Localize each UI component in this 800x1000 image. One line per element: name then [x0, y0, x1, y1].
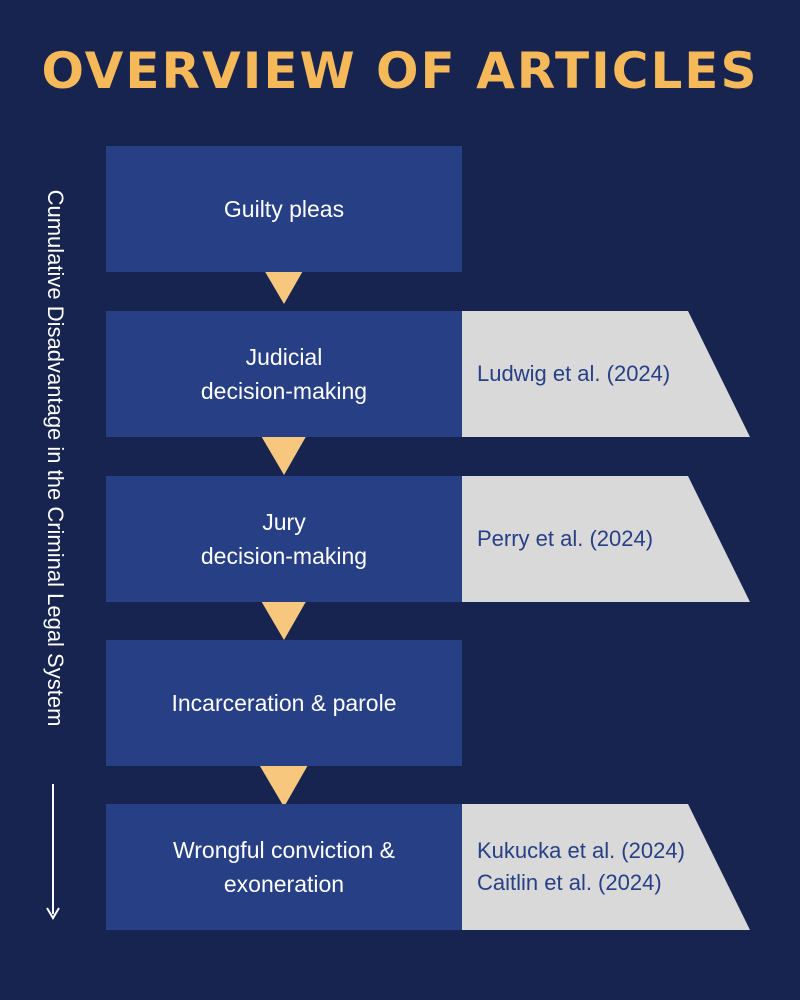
stage-label: Guilty pleas [224, 192, 344, 226]
reference-citation: Caitlin et al. (2024) [477, 870, 662, 895]
stage-box: Guilty pleas [106, 146, 462, 272]
stage-label: Incarceration & parole [171, 686, 396, 720]
stage-box: Wrongful conviction & exoneration [106, 804, 462, 930]
stage-label: Jury decision-making [201, 505, 367, 573]
stage-label-line: Jury [262, 509, 306, 535]
stage-label-line: Wrongful conviction & [172, 837, 395, 863]
stage-label-line: Judicial [245, 344, 323, 370]
page-title: OVERVIEW OF ARTICLES [41, 42, 759, 100]
reference-citation: Ludwig et al. (2024) [477, 361, 671, 386]
stage-label: Wrongful conviction & exoneration [173, 833, 395, 901]
stage-label-line: Incarceration & parole [171, 690, 397, 716]
arrow-down-icon [46, 907, 60, 920]
reference-citation: Kukucka et al. (2024) [477, 838, 685, 863]
stage-box: Incarceration & parole [106, 640, 462, 766]
stage-box: Judicial decision-making [106, 311, 462, 437]
stage-label: Judicial decision-making [201, 340, 367, 408]
stage-label-line: Guilty pleas [223, 196, 345, 222]
reference-citation: Perry et al. (2024) [477, 526, 654, 551]
stage-box: Jury decision-making [106, 476, 462, 602]
stage-label-line: decision-making [200, 378, 368, 404]
stage-label-line: decision-making [200, 543, 368, 569]
reference-tag: Perry et al. (2024) [462, 476, 750, 602]
stage-label-line: exoneration [223, 871, 345, 897]
